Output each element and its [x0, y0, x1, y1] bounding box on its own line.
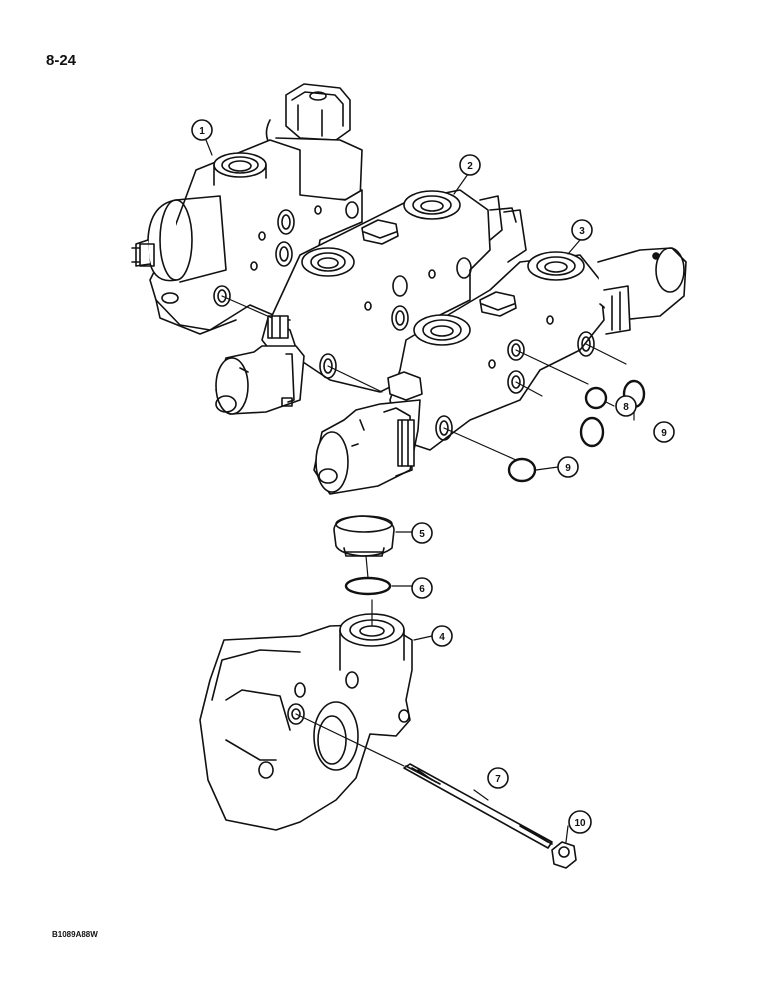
- svg-text:8: 8: [623, 402, 629, 413]
- callout-1: 1: [191, 119, 213, 141]
- callout-9b: 9: [557, 456, 579, 478]
- svg-text:10: 10: [574, 818, 586, 829]
- leader-lines: [205, 139, 635, 843]
- end-cover-part-4: [199, 613, 413, 831]
- svg-text:9: 9: [565, 463, 571, 474]
- nut-part-10: [551, 841, 577, 869]
- svg-text:5: 5: [419, 529, 425, 540]
- callout-3: 3: [571, 219, 593, 241]
- figure-code: B1089A88W: [52, 930, 98, 939]
- o-ring-part-6: [344, 576, 392, 596]
- tie-bolt-part-7: [403, 763, 553, 849]
- svg-text:6: 6: [419, 584, 425, 595]
- callout-10: 10: [568, 810, 592, 834]
- callout-5: 5: [411, 522, 433, 544]
- spool-section-part-3: [313, 247, 687, 495]
- svg-text:2: 2: [467, 161, 473, 172]
- page-number: 8-24: [46, 52, 77, 69]
- plug-part-5: [333, 515, 395, 557]
- callout-2: 2: [459, 154, 481, 176]
- callout-4: 4: [431, 625, 453, 647]
- svg-text:1: 1: [199, 126, 205, 137]
- callout-9a: 9: [653, 421, 675, 443]
- callout-7: 7: [487, 767, 509, 789]
- svg-text:4: 4: [439, 632, 445, 643]
- svg-text:9: 9: [661, 428, 667, 439]
- svg-text:7: 7: [495, 774, 501, 785]
- spool-section-part-2: [215, 189, 527, 415]
- callout-6: 6: [411, 577, 433, 599]
- o-ring-part-8: [584, 386, 608, 410]
- svg-text:3: 3: [579, 226, 585, 237]
- callout-8: 8: [615, 395, 637, 417]
